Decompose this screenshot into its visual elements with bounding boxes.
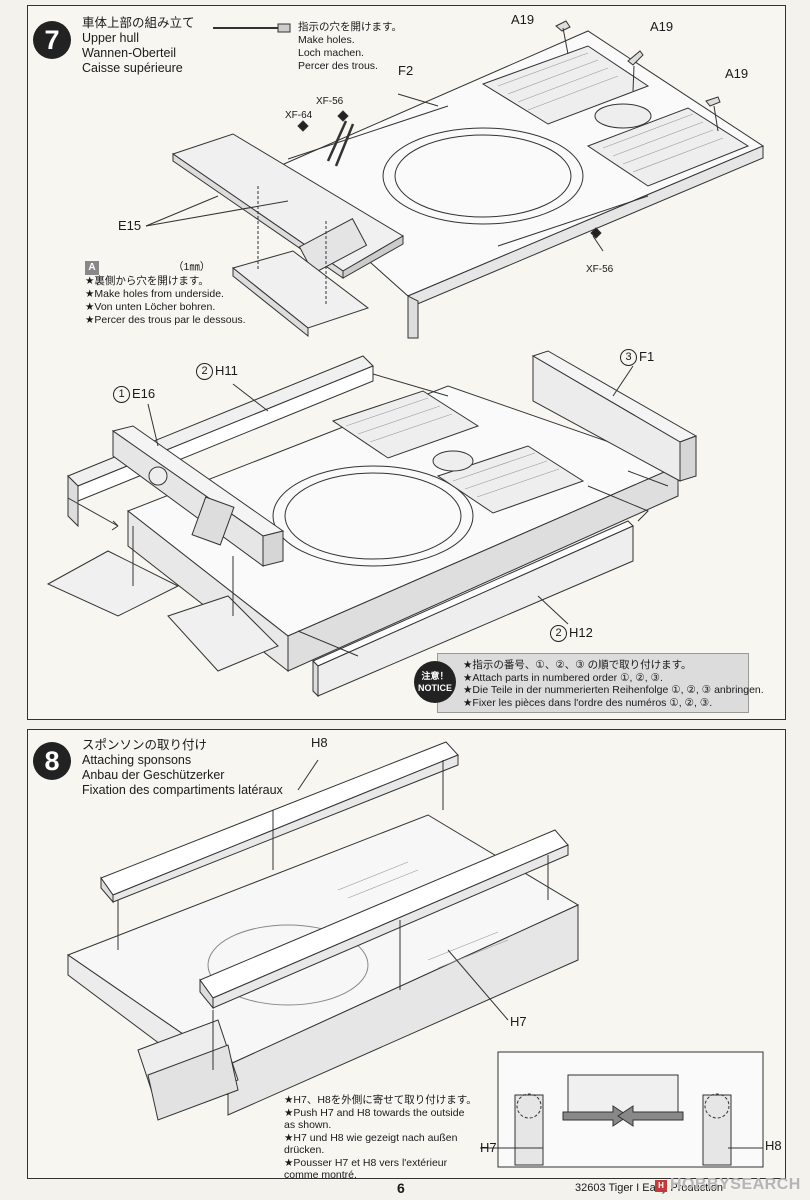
label-a19-3: A19 — [725, 66, 749, 81]
notice-ja: ★指示の番号、①、②、③ の順で取り付けます。 — [463, 659, 692, 671]
note-fr-2: comme montré. — [284, 1169, 357, 1181]
part-a19-3 — [705, 96, 721, 107]
underside-en: ★Make holes from underside. — [85, 288, 224, 300]
label-xf64: XF-64 — [285, 110, 313, 121]
underside-de: ★Von unten Löcher bohren. — [85, 301, 216, 313]
order-h11: 2 — [196, 363, 213, 380]
note-de-2: drücken. — [284, 1144, 325, 1156]
label-h12-text: H12 — [569, 625, 593, 640]
footer-product: 32603 Tiger I Early Production — [575, 1182, 723, 1194]
underside-drill-note: A （1㎜） ★裏側から穴を開けます。 ★Make holes from unde… — [85, 261, 246, 327]
notice-fr: ★Fixer les pièces dans l'ordre des numér… — [463, 696, 713, 709]
label-h7: H7 — [510, 1014, 527, 1029]
note-en-1: ★Push H7 and H8 towards the outside — [284, 1106, 465, 1119]
label-f1-text: F1 — [639, 349, 655, 364]
step-8-title-fr: Fixation des compartiments latéraux — [82, 783, 283, 797]
step-8-panel: 8 スポンソンの取り付け Attaching sponsons Anbau de… — [27, 729, 786, 1182]
drill-icon — [213, 23, 291, 33]
part-a19-2 — [627, 50, 644, 66]
drill-fr: Percer des trous. — [298, 60, 378, 72]
label-a19-1: A19 — [511, 12, 535, 27]
label-h8-top: H8 — [311, 735, 328, 750]
notice-de: ★Die Teile in der nummerierten Reihenfol… — [463, 684, 764, 696]
note-ja: ★H7、H8を外側に寄せて取り付けます。 — [284, 1094, 477, 1106]
notice-text: ★指示の番号、①、②、③ の順で取り付けます。 ★Attach parts in… — [463, 659, 764, 709]
underside-ja: ★裏側から穴を開けます。 — [85, 275, 209, 287]
step-8-titles: スポンソンの取り付け Attaching sponsons Anbau der … — [82, 738, 283, 798]
label-f2: F2 — [398, 63, 414, 78]
label-xf56-top: XF-56 — [316, 96, 344, 107]
label-h11-text: H11 — [215, 363, 238, 378]
label-e15: E15 — [118, 218, 142, 233]
detail-inset — [480, 1051, 764, 1168]
step-8-title-en: Attaching sponsons — [82, 753, 192, 767]
step-8-notes: ★H7、H8を外側に寄せて取り付けます。 ★Push H7 and H8 tow… — [284, 1094, 477, 1182]
label-a19-2: A19 — [650, 19, 674, 34]
label-h8-detail: H8 — [765, 1138, 782, 1153]
arrow-right-icon — [617, 1105, 684, 1127]
watermark-logo: H — [655, 1180, 667, 1192]
order-e16: 1 — [113, 386, 130, 403]
drill-en: Make holes. — [298, 34, 355, 46]
step-7-illustration — [46, 20, 765, 698]
note-en-2: as shown. — [284, 1119, 332, 1131]
part-a19-1 — [555, 20, 571, 32]
underside-fr: ★Percer des trous par le dessous. — [85, 314, 246, 326]
watermark: HOBBYSEARCH — [670, 1176, 801, 1193]
step-7-title-de: Wannen-Oberteil — [82, 46, 177, 60]
note-fr-1: ★Pousser H7 et H8 vers l'extérieur — [284, 1156, 448, 1169]
arrow-left-icon — [562, 1105, 629, 1127]
label-h7-detail: H7 — [480, 1140, 497, 1155]
notice-badge: 注意！ NOTICE — [414, 661, 456, 703]
notice-badge-en: NOTICE — [417, 683, 452, 693]
notice-box: 注意！ NOTICE ★指示の番号、①、②、③ の順で取り付けます。 ★Atta… — [414, 653, 764, 713]
drill-badge-a: A — [85, 261, 99, 275]
label-xf56-bottom: XF-56 — [586, 264, 614, 275]
step-8-title-de: Anbau der Geschützerker — [82, 768, 225, 782]
drill-ja: 指示の穴を開けます。 — [298, 21, 402, 33]
step-7-titles: 車体上部の組み立て Upper hull Wannen-Oberteil Cai… — [82, 16, 195, 76]
order-h12: 2 — [550, 625, 567, 642]
step-8-title-ja: スポンソンの取り付け — [82, 738, 208, 752]
step-7-title-ja: 車体上部の組み立て — [82, 16, 195, 30]
drill-instructions: 指示の穴を開けます。 Make holes. Loch machen. Perc… — [298, 21, 402, 73]
step-8-illustration — [66, 741, 764, 1168]
note-de-1: ★H7 und H8 wie gezeigt nach außen — [284, 1131, 458, 1144]
label-e16-text: E16 — [132, 386, 156, 401]
drill-size: （1㎜） — [173, 261, 211, 273]
notice-badge-ja: 注意！ — [421, 671, 449, 681]
step-7-title-en: Upper hull — [82, 31, 139, 45]
notice-en: ★Attach parts in numbered order ①, ②, ③. — [463, 671, 663, 684]
step-number-7: 7 — [33, 21, 71, 59]
step-7-panel: 7 車体上部の組み立て Upper hull Wannen-Oberteil C… — [27, 5, 786, 720]
order-f1: 3 — [620, 349, 637, 366]
drill-de: Loch machen. — [298, 47, 364, 59]
page-number: 6 — [397, 1180, 405, 1196]
step-number-8: 8 — [33, 742, 71, 780]
step-7-title-fr: Caisse supérieure — [82, 61, 183, 75]
